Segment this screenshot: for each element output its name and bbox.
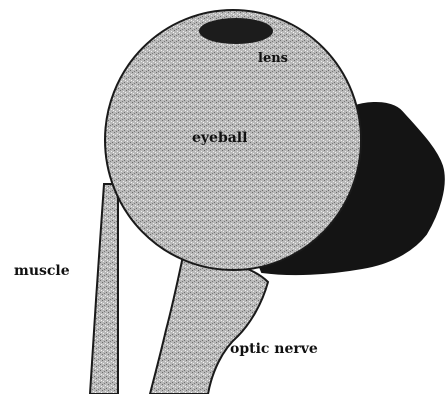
optic-nerve-label: optic nerve [230, 341, 318, 357]
lens-shape [199, 18, 273, 44]
muscle-label: muscle [14, 263, 70, 279]
lens-label: lens [258, 51, 288, 66]
eyeball-label: eyeball [192, 130, 247, 146]
muscle-shape [90, 184, 118, 394]
